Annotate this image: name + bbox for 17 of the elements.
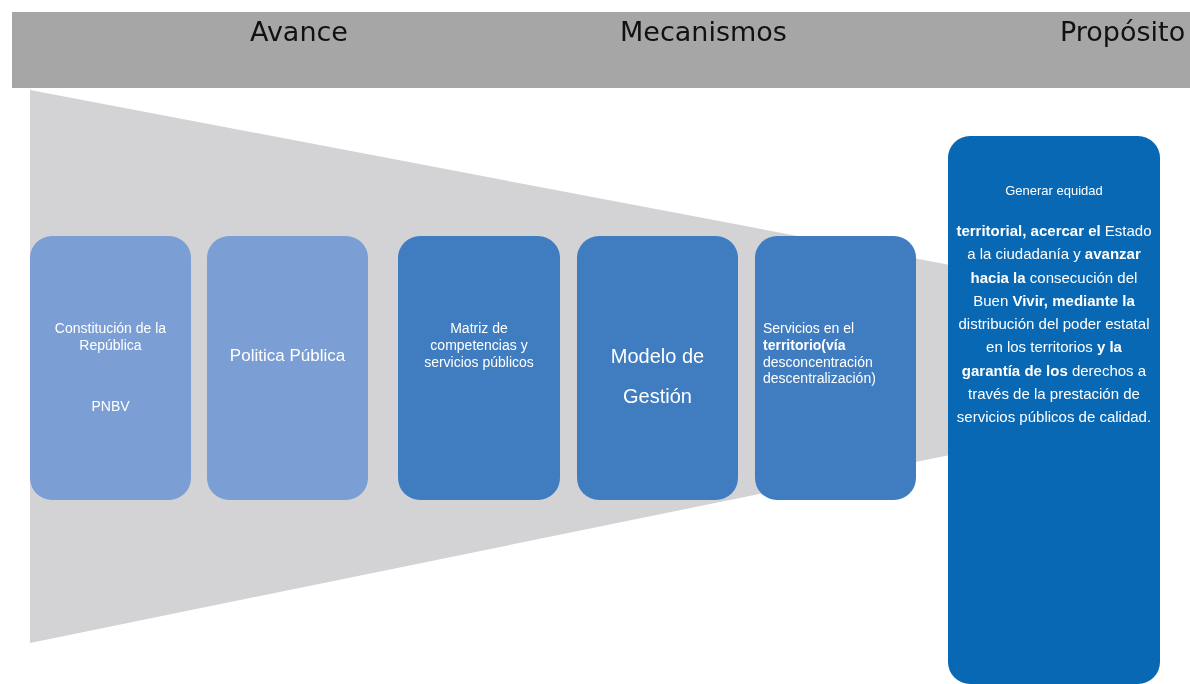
- mechanism-card: [755, 236, 916, 500]
- card-title: Generar equidad: [1005, 182, 1103, 200]
- column-heading: Mecanismos: [620, 16, 787, 47]
- card-title: Politica Pública: [229, 345, 346, 367]
- card-title: Servicios en el territorio(vía desconcentración descentralización): [763, 320, 877, 388]
- card-text: PNBV: [91, 397, 130, 415]
- stage-card: [30, 236, 191, 500]
- column-heading: Avance: [250, 16, 348, 47]
- stage-card: [207, 236, 368, 500]
- mechanism-card: [398, 236, 560, 500]
- card-title: Constitución de la República: [53, 320, 168, 354]
- purpose-card: [948, 136, 1160, 684]
- card-title: Matriz de competencias y servicios públicos: [423, 320, 535, 371]
- mechanism-card: [577, 236, 738, 500]
- card-text: territorial, acercar el Estado a la ciudadanía y avanzar hacia la consecución del Buen Vivir, mediante la distribución del poder estatal en los territorios y la garantía de los derechos a través de la prestación de servicios públicos de calidad.: [956, 221, 1152, 428]
- card-title: Modelo de Gestión: [609, 344, 706, 409]
- column-heading: Propósito: [1060, 16, 1186, 47]
